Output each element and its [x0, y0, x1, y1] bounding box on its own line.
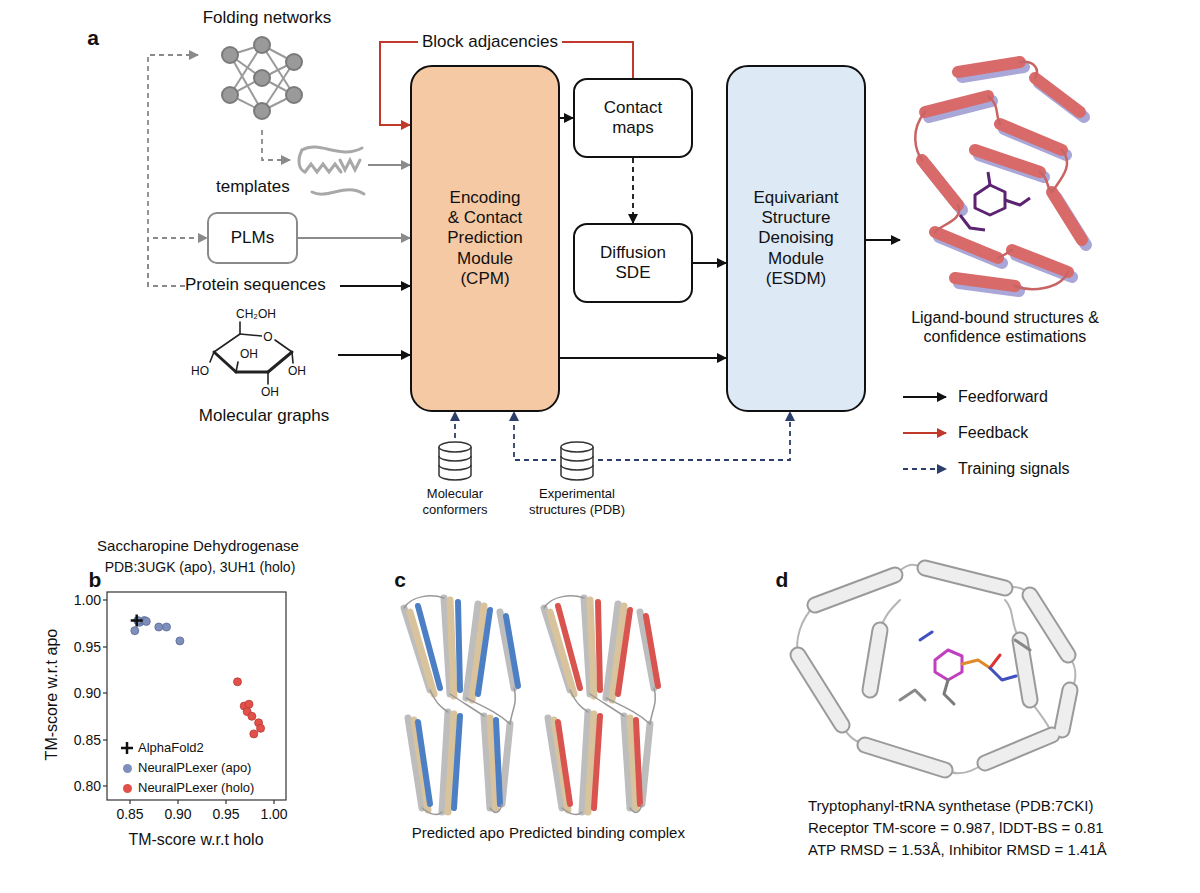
database-node: Experimental structures (PDB) — [556, 438, 598, 482]
atom-label: O — [262, 330, 273, 344]
process-box: Contact maps — [573, 78, 693, 158]
panel-letter: c — [394, 567, 406, 592]
connector — [514, 412, 556, 460]
protein-cartoon — [797, 565, 1075, 774]
structure-overlay — [404, 596, 658, 815]
legend-text: Training signals — [958, 459, 1069, 478]
node-text: Folding networks — [198, 8, 336, 28]
tick-label: 1.00 — [260, 806, 287, 823]
node-text: templates — [216, 177, 290, 197]
legend-swatch — [123, 784, 132, 793]
panel-letter: d — [776, 567, 789, 592]
tick-label: 0.90 — [74, 685, 101, 702]
panel-caption: Predicted apo — [412, 824, 505, 842]
node-text: Diffusion SDE — [583, 243, 683, 284]
node-text: Contact maps — [583, 98, 683, 139]
template-protein — [299, 147, 364, 194]
module-box: Encoding & Contact Prediction Module (CP… — [410, 65, 560, 412]
connector — [693, 262, 726, 264]
node-text: Protein sequences — [185, 275, 326, 295]
panel-letter: a — [87, 25, 99, 50]
panel-caption: Predicted binding complex — [509, 824, 685, 842]
atom-label: CH₂OH — [236, 307, 276, 321]
panel-caption: Receptor TM-score = 0.987, lDDT-BS = 0.8… — [808, 819, 1104, 837]
process-box: Diffusion SDE — [573, 223, 693, 303]
input-node: templates — [290, 135, 368, 203]
input-node: Protein sequences — [185, 275, 340, 297]
connector — [368, 164, 410, 166]
connector — [560, 357, 726, 359]
panel-caption: ATP RMSD = 1.53Å, Inhibitor RMSD = 1.41Å — [808, 841, 1107, 859]
chart-subtitle: PDB:3UGK (apo), 3UH1 (holo) — [105, 559, 296, 576]
input-node: Folding networks — [198, 8, 336, 130]
database-node: Molecular conformers — [437, 438, 473, 482]
node-text: Experimental structures (PDB) — [522, 486, 632, 517]
atom-label: OH — [288, 364, 306, 378]
connector — [340, 285, 410, 287]
connector — [598, 412, 790, 460]
legend-text: Feedback — [958, 423, 1028, 442]
chart-title: Saccharopine Dehydrogenase — [97, 537, 299, 555]
tick-label: 0.80 — [74, 778, 101, 795]
node-text: Equivariant Structure Denoising Module (… — [747, 188, 845, 290]
connector — [560, 117, 573, 119]
connector — [866, 239, 900, 241]
connector — [262, 130, 290, 160]
panel-letter: b — [89, 567, 102, 592]
scatter-plot — [103, 592, 286, 804]
protein-structure — [915, 62, 1086, 291]
database-icon — [439, 442, 593, 480]
tick-label: 0.90 — [164, 806, 191, 823]
legend-samples — [903, 397, 946, 469]
legend-swatch — [123, 764, 132, 773]
node-text: Ligand-bound structures & confidence est… — [911, 308, 1099, 346]
legend-text: AlphaFold2 — [138, 740, 204, 756]
legend-text: Feedforward — [958, 387, 1048, 406]
tick-label: 0.95 — [74, 639, 101, 656]
atom-label: OH — [261, 385, 279, 399]
connector — [298, 237, 410, 239]
connector — [338, 354, 410, 356]
module-box: Equivariant Structure Denoising Module (… — [726, 65, 866, 412]
legend-text: NeuralPLexer (apo) — [138, 760, 251, 776]
node-text: Encoding & Contact Prediction Module (CP… — [443, 188, 527, 290]
tick-label: 0.85 — [116, 806, 143, 823]
tick-label: 0.85 — [74, 732, 101, 749]
tick-label: 0.95 — [212, 806, 239, 823]
connector — [632, 158, 634, 223]
axis-title: TM-score w.r.t holo — [128, 830, 263, 849]
panel-caption: Tryptophanyl-tRNA synthetase (PDB:7CKI) — [808, 797, 1093, 815]
tick-label: 1.00 — [74, 592, 101, 609]
node-text: PLMs — [231, 228, 274, 248]
node-text: Molecular conformers — [400, 486, 510, 517]
connector — [148, 55, 198, 286]
legend-text: NeuralPLexer (holo) — [138, 780, 254, 796]
molecule-drawing — [210, 322, 293, 384]
edge-label: Block adjacencies — [418, 32, 562, 52]
connector — [454, 412, 456, 438]
atom-label: HO — [191, 364, 209, 378]
network-icon — [222, 37, 302, 119]
process-box: PLMs — [207, 212, 298, 264]
output-node: Ligand-bound structures & confidence est… — [900, 50, 1110, 350]
node-text: Molecular graphs — [190, 406, 338, 426]
input-node: Molecular graphs — [190, 304, 338, 428]
axis-title: TM-score w.r.t apo — [42, 629, 61, 761]
atom-label: OH — [240, 347, 258, 361]
